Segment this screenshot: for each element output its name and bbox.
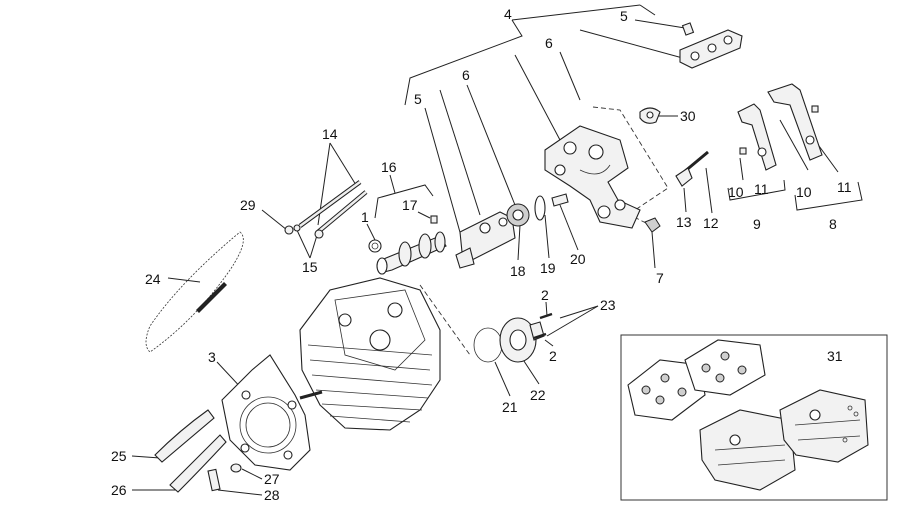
timing-chain [145,231,244,353]
callout-31: 31 [827,348,843,364]
chain-guides [154,390,323,493]
callout-2-top: 2 [541,287,549,303]
callout-26: 26 [111,482,127,498]
callout-5-top: 5 [620,8,628,24]
callout-30: 30 [680,108,696,124]
callout-22: 22 [530,387,546,403]
callout-11-left: 11 [754,181,769,197]
callout-21: 21 [502,399,518,415]
callout-2-bottom: 2 [549,348,557,364]
callout-20: 20 [570,251,586,267]
kit-31-box [620,334,888,501]
small-fasteners [644,150,709,233]
callout-13: 13 [676,214,692,230]
studs-and-rods [284,180,368,239]
callout-10-right: 10 [796,184,812,200]
callout-11-right: 11 [837,179,852,195]
callout-18: 18 [510,263,526,279]
bracket-30 [639,107,661,124]
callout-6-top: 6 [545,35,553,51]
callout-8: 8 [829,216,837,232]
callout-6-left: 6 [462,67,470,83]
callout-23: 23 [600,297,616,313]
callout-28: 28 [264,487,280,503]
callout-3: 3 [208,349,216,365]
oring-and-cover [473,312,553,363]
cylinder-head [299,277,441,431]
callout-16: 16 [381,159,397,175]
callout-29: 29 [240,197,256,213]
callout-7: 7 [656,270,664,286]
callout-12: 12 [703,215,719,231]
camshaft [368,215,447,275]
head-gasket [221,354,311,471]
callout-19: 19 [540,260,556,276]
callout-5-left: 5 [414,91,422,107]
callout-14: 14 [322,126,338,142]
callout-25: 25 [111,448,127,464]
rocker-arms [737,83,823,171]
callout-24: 24 [145,271,161,287]
callout-27: 27 [264,471,280,487]
callout-numbers: 1 2 2 3 4 5 5 6 6 7 8 9 10 10 11 11 12 1… [111,6,852,503]
callout-17: 17 [402,197,418,213]
rocker-bar-top [679,22,743,69]
callout-1: 1 [361,209,369,225]
callout-9: 9 [753,216,761,232]
callout-4: 4 [504,6,512,22]
rocker-support-left [455,193,569,269]
callout-15: 15 [302,259,318,275]
callout-10-left: 10 [728,184,744,200]
rocker-housing [544,125,641,229]
